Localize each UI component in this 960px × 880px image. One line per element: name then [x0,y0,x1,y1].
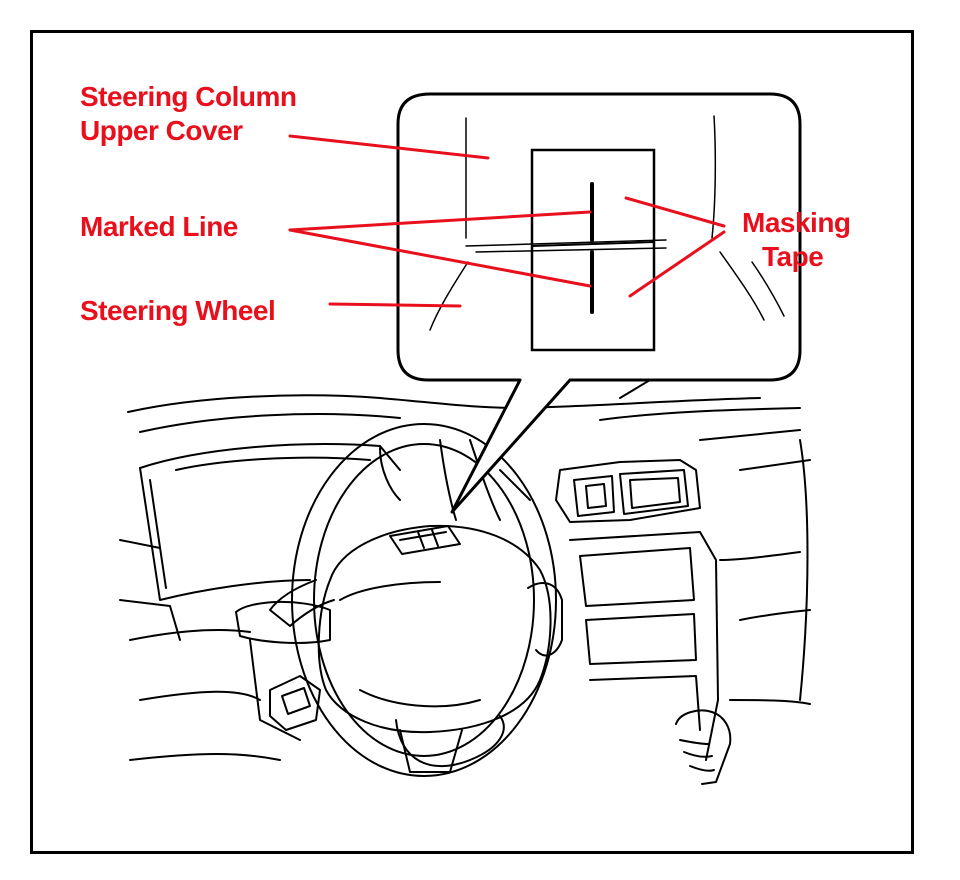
label-steering-wheel: Steering Wheel [80,294,276,328]
leader-steering-wheel [328,302,462,308]
leader-marked-line-bottom [288,228,592,288]
callout-bubble [396,92,802,514]
label-marked-line: Marked Line [80,210,238,244]
label-marked-line-text: Marked Line [80,211,238,242]
label-steering-column-line2: Upper Cover [80,115,243,146]
leader-tape-bottom [628,230,726,298]
label-masking-tape-line2: Tape [762,241,824,272]
label-steering-wheel-text: Steering Wheel [80,295,276,326]
label-steering-column-upper-cover: Steering Column Upper Cover [80,80,297,148]
inset-detail [429,115,785,352]
label-masking-tape-line1: Masking [742,207,851,238]
leader-upper-cover [288,134,490,160]
leader-lines [288,134,726,308]
label-masking-tape: Masking Tape [742,206,851,274]
dashboard-drawing [119,379,811,785]
leader-tape-top [624,196,726,228]
leader-marked-line-top [288,210,592,232]
label-steering-column-line1: Steering Column [80,81,297,112]
